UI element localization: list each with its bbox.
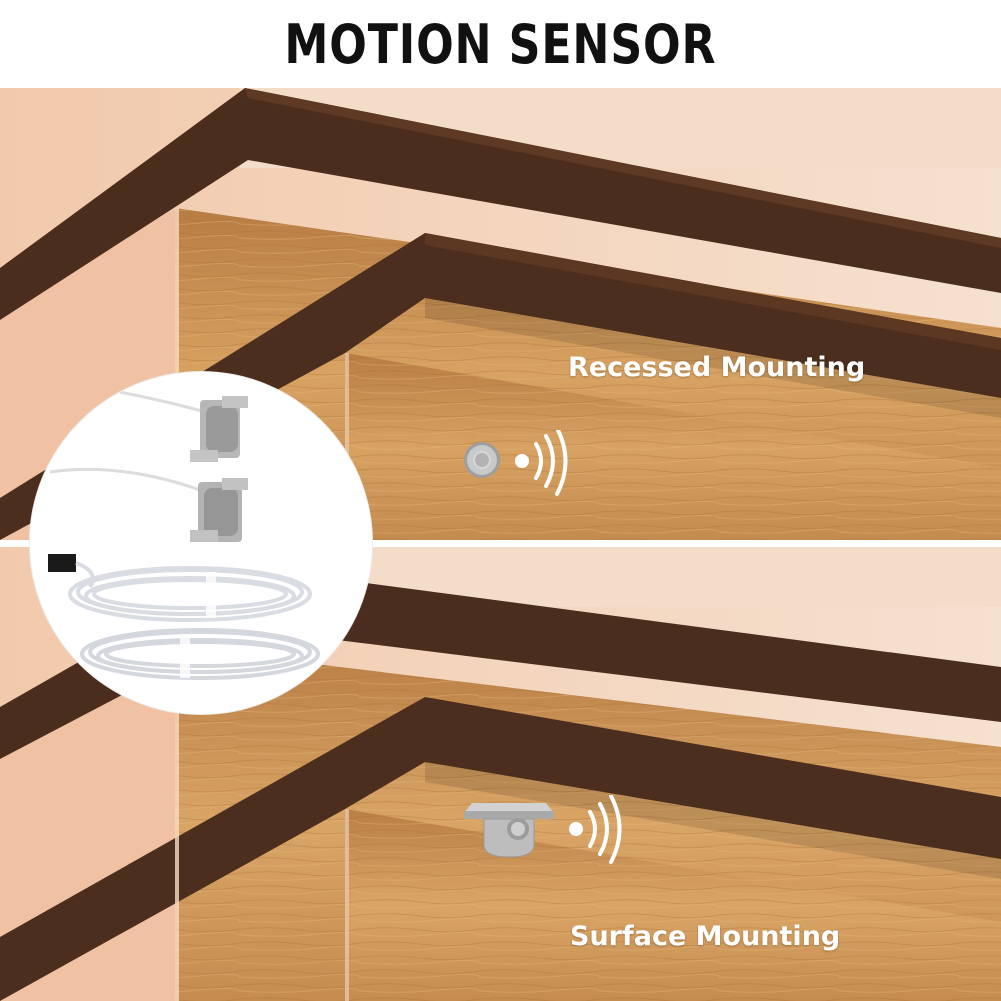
sensor-kit-with-cables: [48, 390, 320, 680]
cabinet-illustration-top: [0, 88, 1001, 540]
recessed-mounting-scene: [0, 88, 1001, 540]
connector-icon: [48, 554, 76, 572]
coiled-cable-icon: [68, 566, 312, 622]
coiled-cable-icon: [80, 628, 320, 680]
sensor-unit-icon: [190, 478, 248, 542]
surface-mounting-label: Surface Mounting: [570, 921, 841, 952]
header: MOTION SENSOR: [0, 0, 1001, 88]
page-title: MOTION SENSOR: [284, 12, 717, 76]
motion-wave-icon: [569, 794, 622, 864]
recessed-mounting-label: Recessed Mounting: [568, 352, 866, 383]
product-image: [30, 372, 372, 714]
sensor-unit-icon: [190, 396, 248, 462]
round-sensor-icon: [460, 426, 580, 506]
panel-divider: [0, 540, 1001, 547]
motion-wave-icon: [515, 426, 568, 496]
bracket-sensor-icon: [462, 794, 637, 879]
